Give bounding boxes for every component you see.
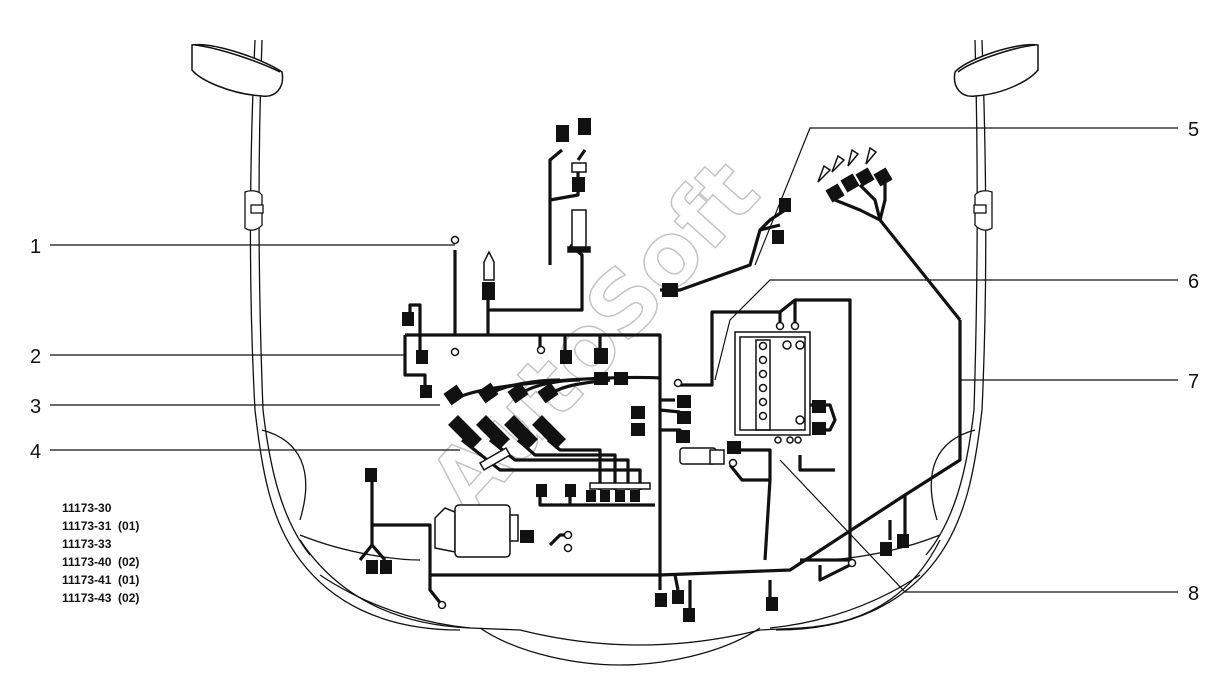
- part-number: 11173-41 (01): [62, 573, 140, 587]
- connectors: [365, 118, 909, 622]
- small-components: [437, 146, 878, 610]
- sensor-unit: [679, 447, 725, 465]
- vehicle-outline: [249, 39, 987, 666]
- right-door-handle: [973, 190, 993, 231]
- part-number: 11173-43 (02): [62, 591, 140, 605]
- callout-4: 4: [30, 441, 41, 463]
- control-module: [434, 504, 519, 558]
- callout-1: 1: [30, 236, 41, 258]
- callout-6: 6: [1188, 271, 1199, 293]
- callout-2: 2: [30, 346, 41, 368]
- callout-labels: 1 2 3 4 5 6 7 8: [30, 119, 1199, 605]
- callout-7: 7: [1188, 371, 1199, 393]
- callout-3: 3: [30, 396, 41, 418]
- part-number: 11173-30: [62, 501, 112, 515]
- left-mirror: [191, 43, 284, 97]
- watermark: AutoSoft: [409, 140, 778, 534]
- callout-8: 8: [1188, 583, 1199, 605]
- left-door-handle: [244, 190, 264, 231]
- leader-lines: [50, 127, 1178, 593]
- right-mirror: [953, 43, 1039, 97]
- part-number: 11173-33: [62, 537, 112, 551]
- battery: [734, 331, 811, 444]
- fuel-rail: [478, 447, 651, 490]
- callout-5: 5: [1188, 119, 1199, 141]
- part-number: 11173-31 (01): [62, 519, 140, 533]
- part-number: 11173-40 (02): [62, 555, 140, 569]
